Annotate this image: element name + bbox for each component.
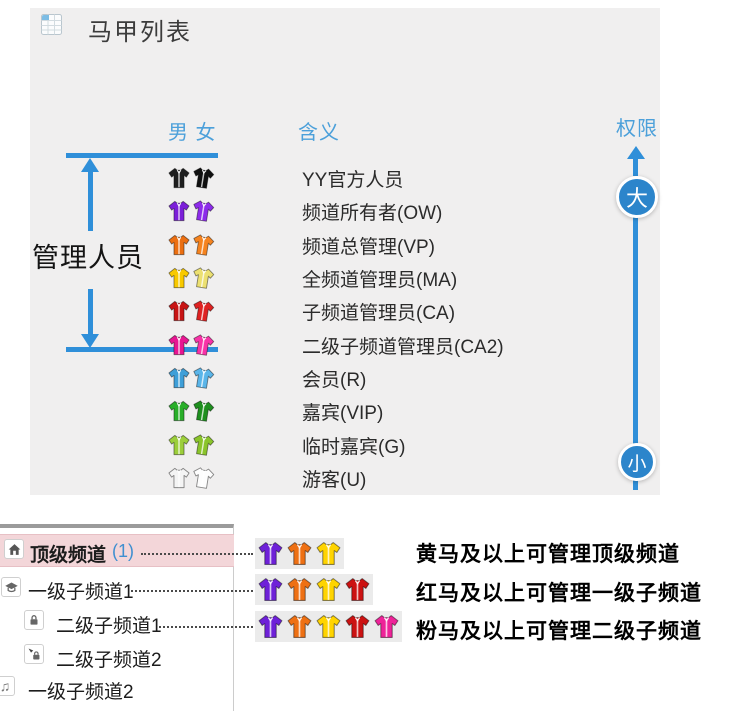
role-label: YY官方人员 — [302, 169, 404, 191]
role-row: YY官方人员 — [168, 166, 404, 191]
permission-small-badge: 小 — [618, 443, 656, 481]
role-label: 二级子频道管理员(CA2) — [302, 336, 504, 358]
annotation-label: 红马及以上可管理一级子频道 — [416, 582, 702, 605]
vest-icon — [193, 400, 215, 422]
permission-big-badge: 大 — [616, 176, 658, 218]
vest-icon — [316, 578, 341, 601]
table-icon — [41, 14, 62, 35]
vest-icon — [374, 615, 399, 638]
bracket-top-line — [66, 153, 218, 158]
bracket-arrow-up-shaft — [88, 171, 93, 231]
role-row: 会员(R) — [168, 366, 367, 391]
vest-icon — [168, 234, 190, 256]
annotation-shirt-group — [255, 611, 402, 642]
annotation-shirt-group — [255, 538, 344, 569]
vest-icon — [316, 542, 341, 565]
vest-icon — [258, 542, 283, 565]
column-header-meaning: 含义 — [298, 122, 340, 144]
role-row: 全频道管理员(MA) — [168, 266, 458, 291]
vest-icon — [193, 267, 215, 289]
vest-icon — [345, 578, 370, 601]
tree-item-top-channel[interactable]: 顶级频道 — [30, 545, 107, 566]
vest-icon — [193, 167, 215, 189]
role-row: 游客(U) — [168, 466, 367, 491]
tree-item-count: (1) — [112, 541, 134, 561]
vest-icon — [287, 615, 312, 638]
annotation-label: 粉马及以上可管理二级子频道 — [416, 620, 702, 643]
tree-item-sub2-1[interactable]: 二级子频道1 — [56, 616, 162, 637]
tree-item-sub1-1[interactable]: 一级子频道1 — [28, 582, 134, 603]
column-header-gender: 男 女 — [168, 122, 217, 144]
role-label: 嘉宾(VIP) — [302, 402, 384, 424]
channel-cap-icon — [1, 577, 21, 597]
vest-icon — [287, 578, 312, 601]
vest-icon — [193, 200, 215, 222]
bracket-bottom-line — [66, 347, 218, 352]
vest-icon — [316, 615, 341, 638]
role-row: 频道总管理(VP) — [168, 233, 436, 258]
tree-item-sub1-2[interactable]: 一级子频道2 — [28, 682, 134, 703]
annotation-shirt-group — [255, 574, 373, 605]
role-label: 临时嘉宾(G) — [302, 436, 406, 458]
music-note-icon: ♫ — [0, 676, 15, 696]
bracket-arrow-down-icon — [81, 334, 99, 348]
vest-icon — [168, 367, 190, 389]
role-label: 频道总管理(VP) — [302, 236, 436, 258]
panel-title: 马甲列表 — [88, 19, 192, 46]
role-label: 会员(R) — [302, 369, 367, 391]
annotation-label: 黄马及以上可管理顶级频道 — [416, 543, 680, 566]
connector-dotted-line — [141, 553, 253, 555]
vest-icon — [193, 234, 215, 256]
vest-icon — [258, 615, 283, 638]
vest-icon — [345, 615, 370, 638]
tree-selected-row-highlight — [0, 534, 234, 567]
permission-arrow-shaft — [633, 158, 638, 176]
role-row: 二级子频道管理员(CA2) — [168, 333, 504, 358]
lock-arrow-icon — [24, 644, 44, 664]
vest-icon — [168, 467, 190, 489]
vest-icon — [168, 434, 190, 456]
bracket-arrow-up-icon — [81, 158, 99, 172]
vest-icon — [168, 267, 190, 289]
tree-item-sub2-2[interactable]: 二级子频道2 — [56, 650, 162, 671]
lock-icon — [24, 610, 44, 630]
vest-icon — [168, 334, 190, 356]
vest-icon — [193, 334, 215, 356]
role-label: 全频道管理员(MA) — [302, 269, 458, 291]
vest-icon — [168, 200, 190, 222]
vest-icon — [258, 578, 283, 601]
vest-icon — [193, 300, 215, 322]
role-label: 游客(U) — [302, 469, 367, 491]
vest-icon — [168, 300, 190, 322]
vest-icon — [287, 542, 312, 565]
bracket-arrow-down-shaft — [88, 289, 93, 334]
role-row: 频道所有者(OW) — [168, 199, 443, 224]
role-row: 嘉宾(VIP) — [168, 399, 384, 424]
vest-icon — [168, 400, 190, 422]
permission-arrow-up-icon — [627, 146, 645, 159]
column-header-permission: 权限 — [616, 118, 658, 140]
role-label: 子频道管理员(CA) — [302, 302, 456, 324]
connector-dotted-line — [131, 590, 253, 592]
role-row: 子频道管理员(CA) — [168, 299, 456, 324]
permission-scale-line — [633, 214, 638, 490]
vest-icon — [168, 167, 190, 189]
vest-list-panel: 马甲列表 男 女 含义 权限 管理人员 YY官方人员频道所有者(OW) 频道总管理… — [30, 8, 660, 495]
vest-icon — [193, 467, 215, 489]
role-label: 频道所有者(OW) — [302, 202, 443, 224]
admin-bracket-label: 管理人员 — [32, 243, 144, 273]
vest-icon — [193, 367, 215, 389]
vest-icon — [193, 434, 215, 456]
connector-dotted-line — [159, 626, 253, 628]
role-row: 临时嘉宾(G) — [168, 433, 406, 458]
home-icon — [4, 539, 24, 559]
